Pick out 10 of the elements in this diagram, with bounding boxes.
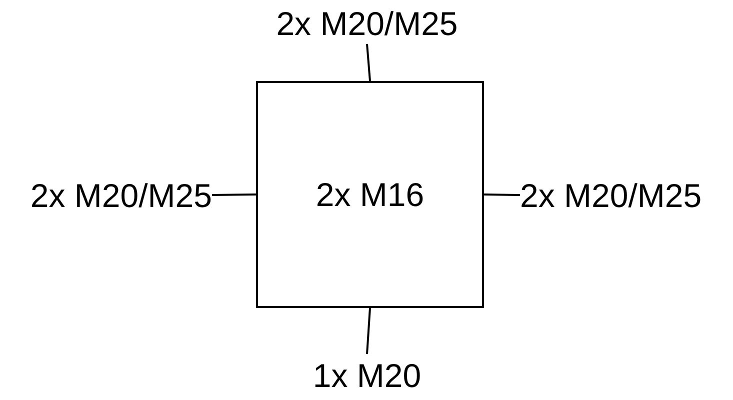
box-label: 2x M16 [316, 178, 424, 211]
entry-label: 2x M20/M25 [520, 178, 702, 212]
leader-line [366, 44, 371, 82]
leader-line [366, 308, 371, 354]
entry-label: 2x M20/M25 [276, 6, 458, 40]
enclosure-box [256, 81, 484, 308]
entry-label: 2x M20/M25 [30, 178, 212, 212]
leader-line [212, 194, 256, 196]
leader-line [484, 194, 520, 196]
entry-label: 1x M20 [312, 358, 422, 392]
